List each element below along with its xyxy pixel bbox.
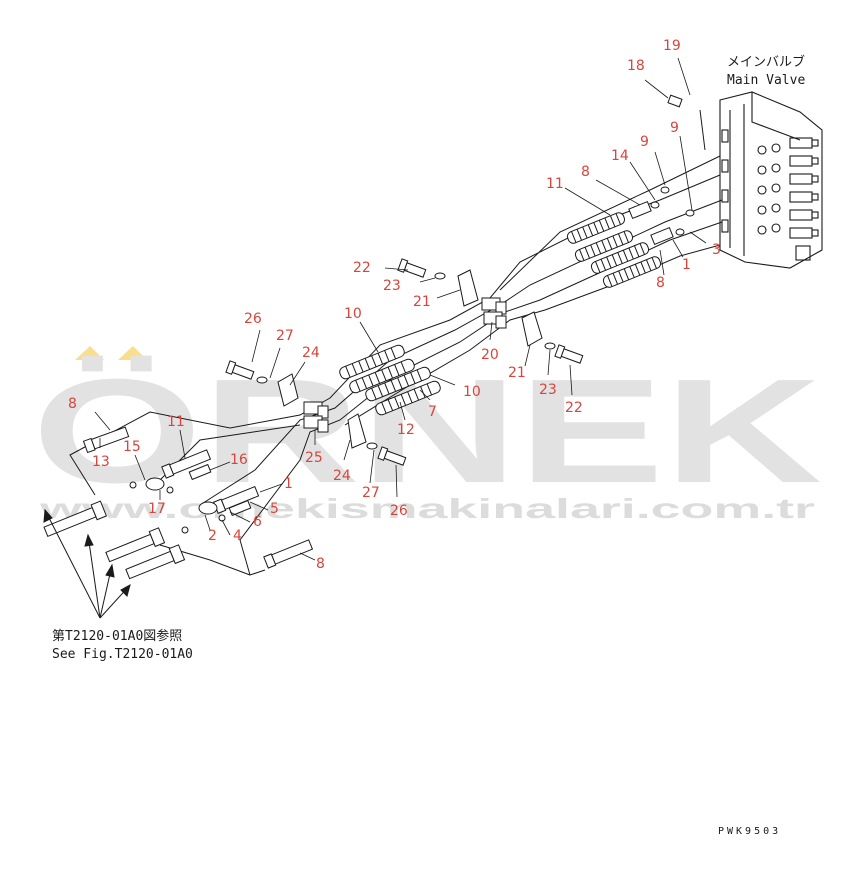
callout-3: 3 [712, 242, 721, 258]
callout-22: 22 [353, 260, 371, 276]
clamps-bolts [225, 94, 695, 466]
callout-26: 26 [244, 311, 262, 327]
callout-14: 14 [611, 148, 629, 164]
callout-10: 10 [344, 306, 362, 322]
valve-ports [757, 143, 781, 235]
callout-8: 8 [316, 556, 325, 572]
callout-9: 9 [670, 120, 679, 136]
callout-4: 4 [233, 528, 242, 544]
callout-12: 12 [397, 422, 415, 438]
adapters [43, 463, 252, 580]
callout-11: 11 [546, 176, 564, 192]
callouts: 19 18 9 9 14 8 11 3 1 8 22 23 21 20 21 2… [68, 38, 721, 572]
callout-9: 9 [640, 134, 649, 150]
callout-23: 23 [539, 382, 557, 398]
callout-25: 25 [305, 450, 323, 466]
callout-1: 1 [284, 476, 293, 492]
watermark-accent-icon [118, 346, 147, 360]
callout-5: 5 [270, 501, 279, 517]
hose-fittings [82, 200, 674, 569]
callout-20: 20 [481, 347, 499, 363]
callout-1: 1 [682, 257, 691, 273]
callout-8: 8 [656, 275, 665, 291]
callout-7: 7 [428, 404, 437, 420]
callout-22: 22 [565, 400, 583, 416]
callout-11: 11 [167, 414, 185, 430]
callout-23: 23 [383, 278, 401, 294]
main-valve-label-jp: メインバルブ [727, 54, 805, 70]
callout-27: 27 [276, 328, 294, 344]
callout-16: 16 [230, 452, 248, 468]
callout-19: 19 [663, 38, 681, 54]
callout-24: 24 [333, 468, 351, 484]
reference-arrows [43, 508, 131, 619]
main-valve [719, 91, 823, 269]
reference-note-en: See Fig.T2120-01A0 [52, 647, 193, 662]
callout-27: 27 [362, 485, 380, 501]
callout-26: 26 [390, 503, 408, 519]
callout-21: 21 [508, 365, 526, 381]
callout-13: 13 [92, 454, 110, 470]
drawing-code: PWK9503 [718, 826, 781, 837]
callout-8: 8 [68, 396, 77, 412]
callout-18: 18 [627, 58, 645, 74]
callout-6: 6 [253, 514, 262, 530]
reference-note-jp: 第T2120-01A0図参照 [52, 628, 182, 644]
watermark-url: www.ornekismakinalari.com.tr [38, 493, 815, 524]
hose-guards [339, 212, 662, 416]
callout-2: 2 [208, 528, 217, 544]
watermark-accent-icon [75, 346, 104, 360]
callout-21: 21 [413, 294, 431, 310]
callout-24: 24 [302, 345, 320, 361]
valve-spools [789, 137, 819, 261]
callout-15: 15 [123, 439, 141, 455]
callout-10: 10 [463, 384, 481, 400]
callout-17: 17 [148, 501, 166, 517]
main-valve-label-en: Main Valve [727, 73, 805, 88]
leader-lines [94, 57, 707, 561]
callout-8: 8 [581, 164, 590, 180]
